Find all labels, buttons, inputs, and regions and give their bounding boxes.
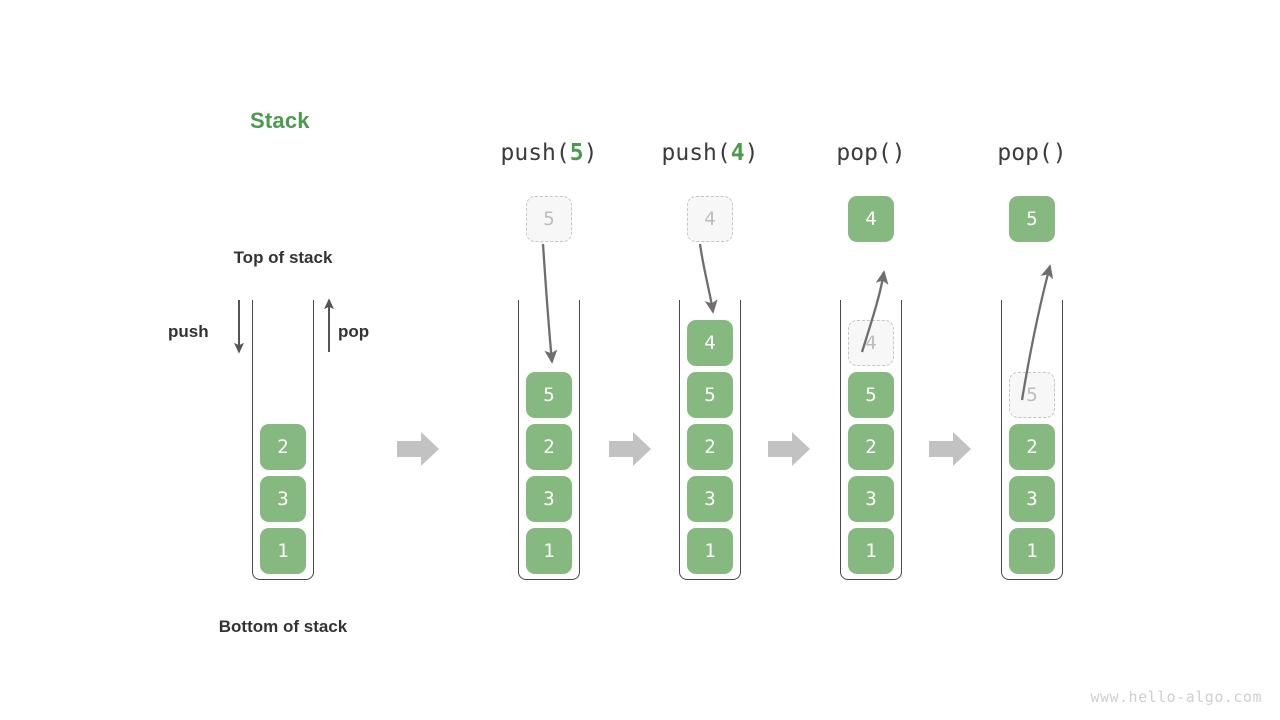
stack-cell: 3 (260, 476, 306, 522)
stack-cell: 5 (687, 372, 733, 418)
stack-container-pop-1 (840, 300, 902, 580)
popped-value-box: 4 (848, 196, 894, 242)
stack-cell: 5 (848, 372, 894, 418)
pending-push-box: 5 (526, 196, 572, 242)
op-header-push-5: push(5) (500, 140, 598, 166)
step-separator-arrow (609, 430, 651, 468)
op-header-push-4: push(4) (661, 140, 759, 166)
stack-cell: 2 (848, 424, 894, 470)
bottom-of-stack-label: Bottom of stack (218, 617, 348, 636)
stack-cell: 2 (687, 424, 733, 470)
stack-cell: 3 (687, 476, 733, 522)
page-title: Stack (250, 108, 310, 133)
watermark: www.hello-algo.com (1090, 688, 1262, 706)
op-header-arg: 5 (569, 140, 584, 166)
push-label: push (168, 322, 209, 341)
stack-cell: 3 (526, 476, 572, 522)
stack-cell: 1 (260, 528, 306, 574)
popped-ghost-cell: 5 (1009, 372, 1055, 418)
stack-cell: 2 (1009, 424, 1055, 470)
stack-cell: 1 (848, 528, 894, 574)
popped-value-box: 5 (1009, 196, 1055, 242)
stack-cell: 2 (526, 424, 572, 470)
stack-cell: 1 (1009, 528, 1055, 574)
stack-container-push-5 (518, 300, 580, 580)
op-header-pop-1: pop() (836, 140, 906, 166)
step-separator-arrow (397, 430, 439, 468)
stack-container-push-4 (679, 300, 741, 580)
stack-cell: 2 (260, 424, 306, 470)
op-header-pop-2: pop() (997, 140, 1067, 166)
stack-container-initial (252, 300, 314, 580)
pending-push-box: 4 (687, 196, 733, 242)
pop-label: pop (338, 322, 370, 341)
stack-container-pop-2 (1001, 300, 1063, 580)
step-separator-arrow (768, 430, 810, 468)
op-header-arg: 4 (730, 140, 745, 166)
popped-ghost-cell: 4 (848, 320, 894, 366)
top-of-stack-label: Top of stack (233, 248, 333, 267)
stack-cell: 5 (526, 372, 572, 418)
stack-cell: 3 (848, 476, 894, 522)
stack-cell: 3 (1009, 476, 1055, 522)
step-separator-arrow (929, 430, 971, 468)
stack-cell: 1 (526, 528, 572, 574)
stack-cell: 4 (687, 320, 733, 366)
stack-cell: 1 (687, 528, 733, 574)
